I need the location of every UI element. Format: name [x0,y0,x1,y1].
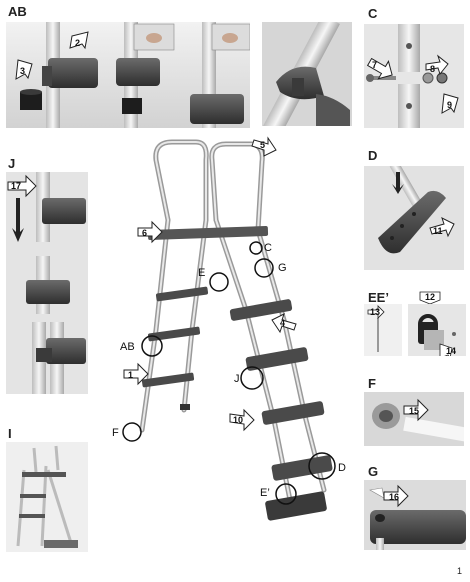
photo-i [6,442,88,552]
section-ab-title: AB [8,4,27,19]
step-8-number: 8 [430,64,435,74]
step-5-number: 5 [260,140,265,150]
step-4-number: 4 [280,318,285,328]
step-14-number: 14 [446,346,456,356]
photo-j: 17 [6,172,88,394]
callout-e-prime: E’ [260,487,270,499]
section-j-title: J [8,156,16,171]
section-i-title: I [8,426,12,441]
step-17-number: 17 [11,181,21,191]
photo-g: 16 [364,480,466,550]
callout-e: E [198,267,205,279]
step-16-number: 16 [389,492,399,502]
step-9-number: 9 [447,100,452,110]
callout-ab: AB [120,341,135,353]
photo-ab: 2 3 [6,22,250,128]
section-f-title: F [368,376,376,391]
step-10-number: 10 [233,415,243,425]
section-g-title: G [368,464,379,479]
step-1-number: 1 [128,370,133,380]
step-15-number: 15 [409,406,419,416]
callout-j: J [234,373,240,385]
step-7-number: 7 [372,60,377,70]
step-13-number: 13 [370,307,380,317]
callout-d: D [338,462,346,474]
callout-g: G [278,262,287,274]
photo-f: 15 [364,392,464,446]
step-2-number: 2 [75,38,80,48]
step-11-number: 11 [433,226,443,236]
page-number: 1 [456,566,462,576]
section-d-title: D [368,148,378,163]
ladder-illustration: C E G AB J F D E’ 1 4 5 6 10 [96,130,362,560]
photo-c: 7 8 9 [364,24,464,128]
callout-c: C [264,242,272,254]
step-12-arrow: 12 [418,290,442,304]
section-ee-title: EE’ [368,290,389,305]
section-c-title: C [368,6,378,21]
step-3-number: 3 [20,66,25,76]
callout-f: F [112,427,119,439]
step-12-number: 12 [425,292,435,302]
photo-ab-closeup [262,22,352,126]
step-6-number: 6 [142,228,147,238]
photo-ee: 13 14 [364,304,466,356]
photo-d: 11 [364,166,464,270]
